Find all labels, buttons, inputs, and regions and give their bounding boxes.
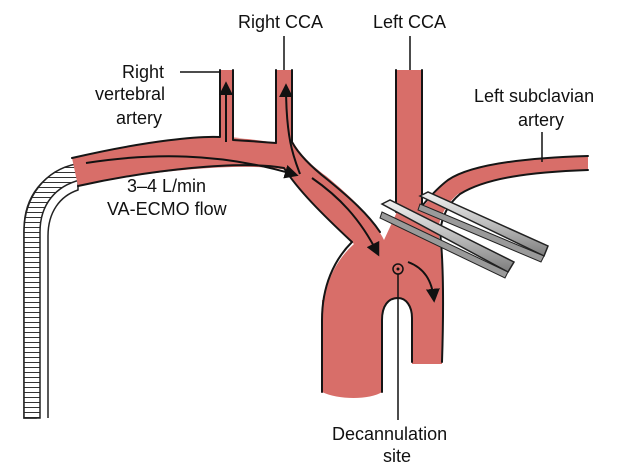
ecmo-cannula <box>24 164 80 418</box>
label-flow-line2: VA-ECMO flow <box>107 199 227 220</box>
label-right-vertebral-line3: artery <box>116 108 162 129</box>
label-left-subclavian-line1: Left subclavian <box>474 86 594 107</box>
label-decannulation-line2: site <box>383 446 411 467</box>
label-left-cca: Left CCA <box>373 12 446 33</box>
label-right-vertebral-line1: Right <box>122 62 164 83</box>
label-decannulation-line1: Decannulation <box>332 424 447 445</box>
label-right-vertebral-line2: vertebral <box>95 84 165 105</box>
label-flow-line1: 3–4 L/min <box>127 176 206 197</box>
label-left-subclavian-line2: artery <box>518 110 564 131</box>
label-right-cca: Right CCA <box>238 12 323 33</box>
